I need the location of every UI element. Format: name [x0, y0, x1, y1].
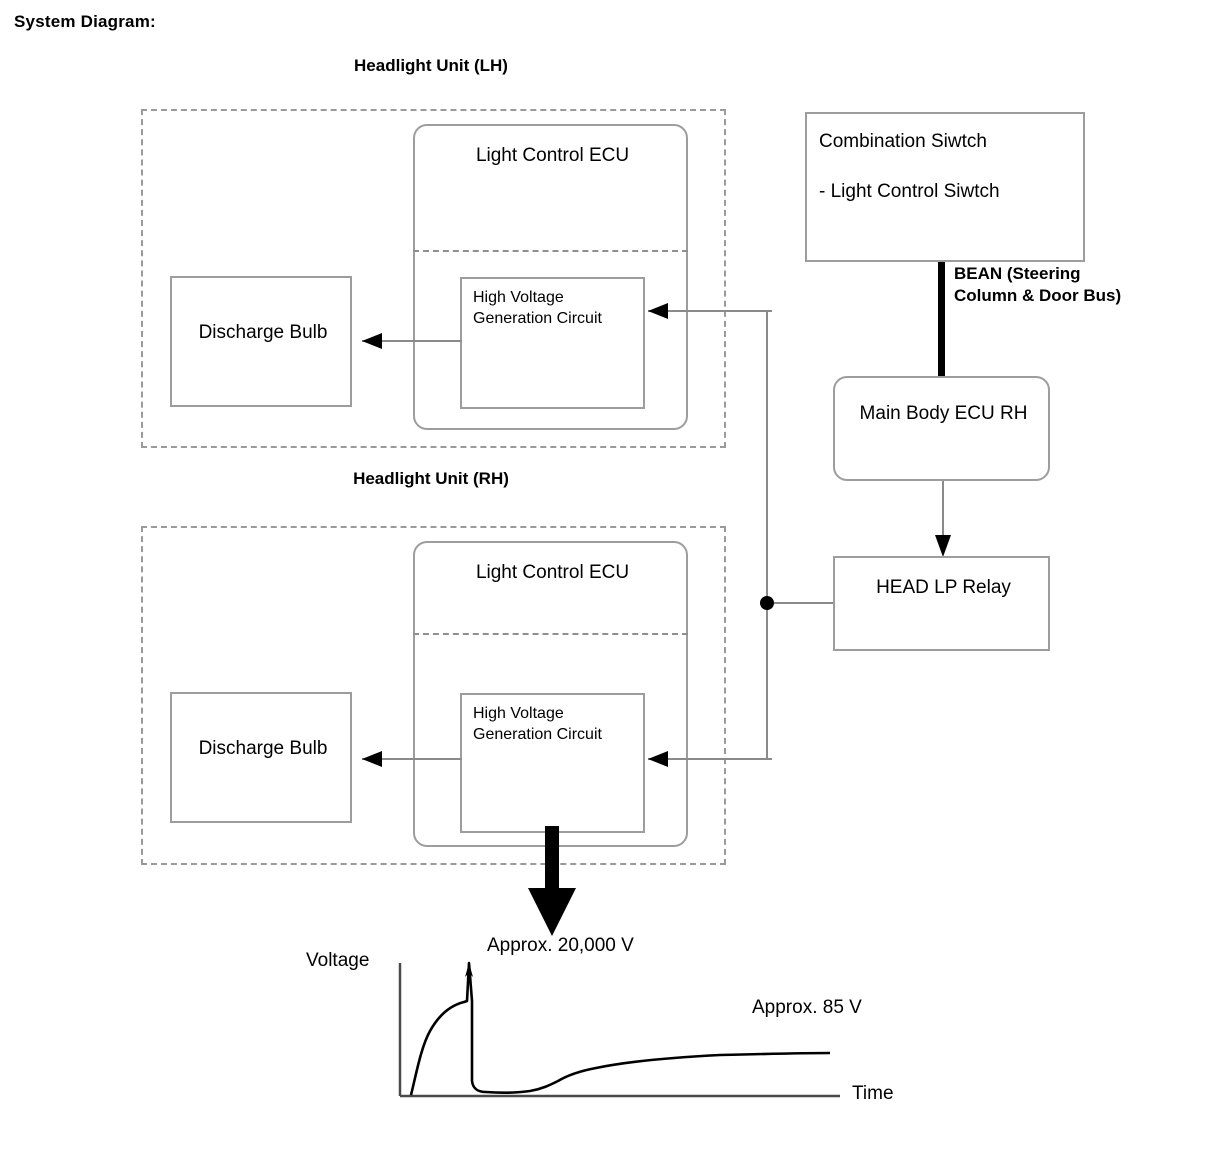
page-title: System Diagram:: [14, 12, 156, 31]
hvgc-lh-label-line2: Generation Circuit: [473, 310, 602, 327]
annotation-striking-voltage: Approx. 20,000 V: [487, 935, 634, 956]
bean-label-line1: BEAN (Steering: [954, 264, 1081, 283]
bean-bus-bar: [938, 262, 945, 378]
light-control-ecu-rh-label: Light Control ECU: [475, 562, 630, 583]
high-voltage-output-arrow: [528, 826, 576, 936]
headlight-unit-rh-title: Headlight Unit (RH): [353, 469, 509, 488]
headlight-unit-rh-boundary: [141, 526, 726, 865]
light-control-ecu-lh-divider: [413, 250, 688, 252]
hvgc-rh-label-line1: High Voltage: [473, 705, 564, 722]
discharge-bulb-lh: Discharge Bulb: [170, 276, 352, 407]
bean-label-line2: Column & Door Bus): [954, 286, 1122, 305]
hvgc-lh-label-line1: High Voltage: [473, 289, 564, 306]
chart-xlabel: Time: [852, 1083, 894, 1104]
combination-switch-label: Combination Siwtch: [819, 131, 987, 152]
light-control-switch-label: - Light Control Siwtch: [819, 181, 1000, 202]
wire-bus-to-hvgc-rh: [648, 751, 772, 767]
voltage-waveform-chart: [398, 961, 840, 1098]
head-lp-relay-box: HEAD LP Relay: [833, 556, 1050, 651]
discharge-bulb-rh-label: Discharge Bulb: [198, 738, 328, 759]
head-lp-relay-label: HEAD LP Relay: [876, 577, 1011, 598]
annotation-steady-voltage: Approx. 85 V: [752, 997, 862, 1018]
headlight-unit-lh-title: Headlight Unit (LH): [354, 56, 508, 75]
wire-hvgc-to-bulb-rh: [362, 751, 462, 767]
chart-ylabel: Voltage: [306, 950, 370, 971]
relay-power-bus: [766, 311, 835, 759]
combination-switch-box: Combination Siwtch - Light Control Siwtc…: [805, 112, 1085, 262]
hvgc-rh-label-line2: Generation Circuit: [473, 726, 602, 743]
light-control-ecu-lh-label: Light Control ECU: [475, 145, 630, 166]
main-body-ecu-rh-box: Main Body ECU RH: [833, 376, 1050, 481]
wire-ecu-to-relay: [935, 481, 951, 557]
discharge-bulb-rh: Discharge Bulb: [170, 692, 352, 823]
discharge-bulb-lh-label: Discharge Bulb: [198, 322, 328, 343]
wire-hvgc-to-bulb-lh: [362, 333, 462, 349]
main-body-ecu-rh-label: Main Body ECU RH: [859, 403, 1028, 424]
headlight-unit-lh-boundary: [141, 109, 726, 448]
high-voltage-generation-circuit-lh: High Voltage Generation Circuit: [460, 277, 645, 409]
high-voltage-generation-circuit-rh: High Voltage Generation Circuit: [460, 693, 645, 833]
light-control-ecu-rh-divider: [413, 633, 688, 635]
bus-junction-dot: [760, 596, 774, 610]
wire-bus-to-hvgc-lh: [648, 303, 772, 319]
